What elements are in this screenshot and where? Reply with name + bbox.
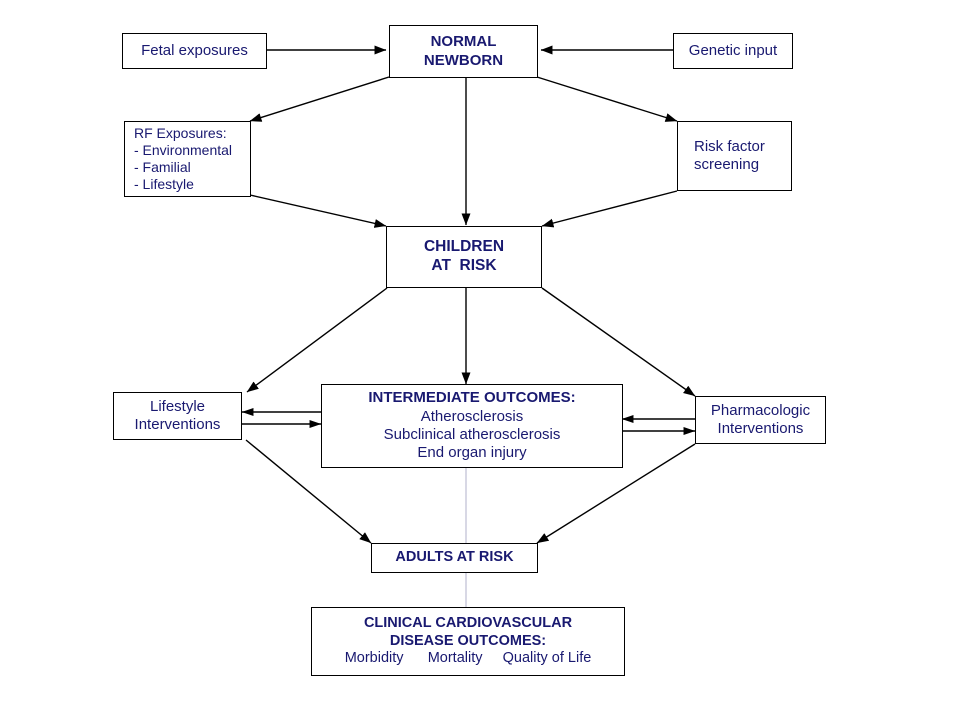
fetal-exposures-box[interactable]: Fetal exposures [122,33,267,69]
genetic-input-label: Genetic input [688,41,778,59]
lifestyle-interventions-label-line2: Interventions [134,416,221,433]
pharmacologic-interventions-box[interactable]: Pharmacologic Interventions [695,396,826,444]
adults-at-risk-box[interactable]: ADULTS AT RISK [371,543,538,573]
clinical-cardiovascular-disease-outcomes-box[interactable]: CLINICAL CARDIOVASCULAR DISEASE OUTCOMES… [311,607,625,676]
pharmacologic-interventions-label-line2: Interventions [717,420,804,437]
normal-newborn-label-line1: NORMAL [430,33,497,51]
rf-exposures-label-line2: - Environmental [134,141,233,158]
genetic-input-box[interactable]: Genetic input [673,33,793,69]
intermediate-outcomes-label-line3: End organ injury [417,444,527,462]
pharmacologic-interventions-label-line1: Pharmacologic [710,401,811,419]
rf-exposures-box[interactable]: RF Exposures: - Environmental - Familial… [124,121,251,197]
children-at-risk-label-line1: CHILDREN [423,238,505,256]
adults-at-risk-label: ADULTS AT RISK [395,549,514,566]
normal-newborn-box[interactable]: NORMAL NEWBORN [389,25,538,78]
intermediate-outcomes-heading: INTERMEDIATE OUTCOMES: [368,389,576,407]
fetal-exposures-label: Fetal exposures [141,41,248,59]
edge-risk-factor-screening-to-children-at-risk [541,190,678,228]
lifestyle-interventions-label-line1: Lifestyle [149,397,206,415]
children-at-risk-label-line2: AT RISK [431,257,497,274]
rf-exposures-label-line4: - Lifestyle [134,176,194,193]
intermediate-outcomes-box[interactable]: INTERMEDIATE OUTCOMES: Atherosclerosis S… [321,384,623,468]
clinical-outcomes-heading-line1: CLINICAL CARDIOVASCULAR [363,614,573,631]
normal-newborn-label-line2: NEWBORN [423,51,504,69]
edge-children-at-risk-to-lifestyle-interventions [246,287,388,393]
risk-factor-screening-label-line1: Risk factor [694,137,765,155]
rf-exposures-label-line3: - Familial [134,159,191,175]
edge-normal-newborn-to-rf-exposures [249,76,390,122]
intermediate-outcomes-label-line2: Subclinical atherosclerosis [383,426,561,443]
clinical-outcomes-heading-line2: DISEASE OUTCOMES: [389,632,547,649]
edge-normal-newborn-to-risk-factor-screening [536,76,678,122]
edge-children-at-risk-to-pharmacologic-interventions [541,287,696,397]
risk-factor-screening-label-line2: screening [694,156,760,173]
risk-factor-screening-box[interactable]: Risk factor screening [677,121,792,191]
lifestyle-interventions-box[interactable]: Lifestyle Interventions [113,392,242,440]
children-at-risk-box[interactable]: CHILDREN AT RISK [386,226,542,288]
edge-rf-exposures-to-children-at-risk [249,194,387,228]
intermediate-outcomes-label-line1: Atherosclerosis [420,407,524,425]
rf-exposures-label-line1: RF Exposures: [134,124,227,141]
clinical-outcomes-label-line1: Morbidity Mortality Quality of Life [344,650,592,667]
